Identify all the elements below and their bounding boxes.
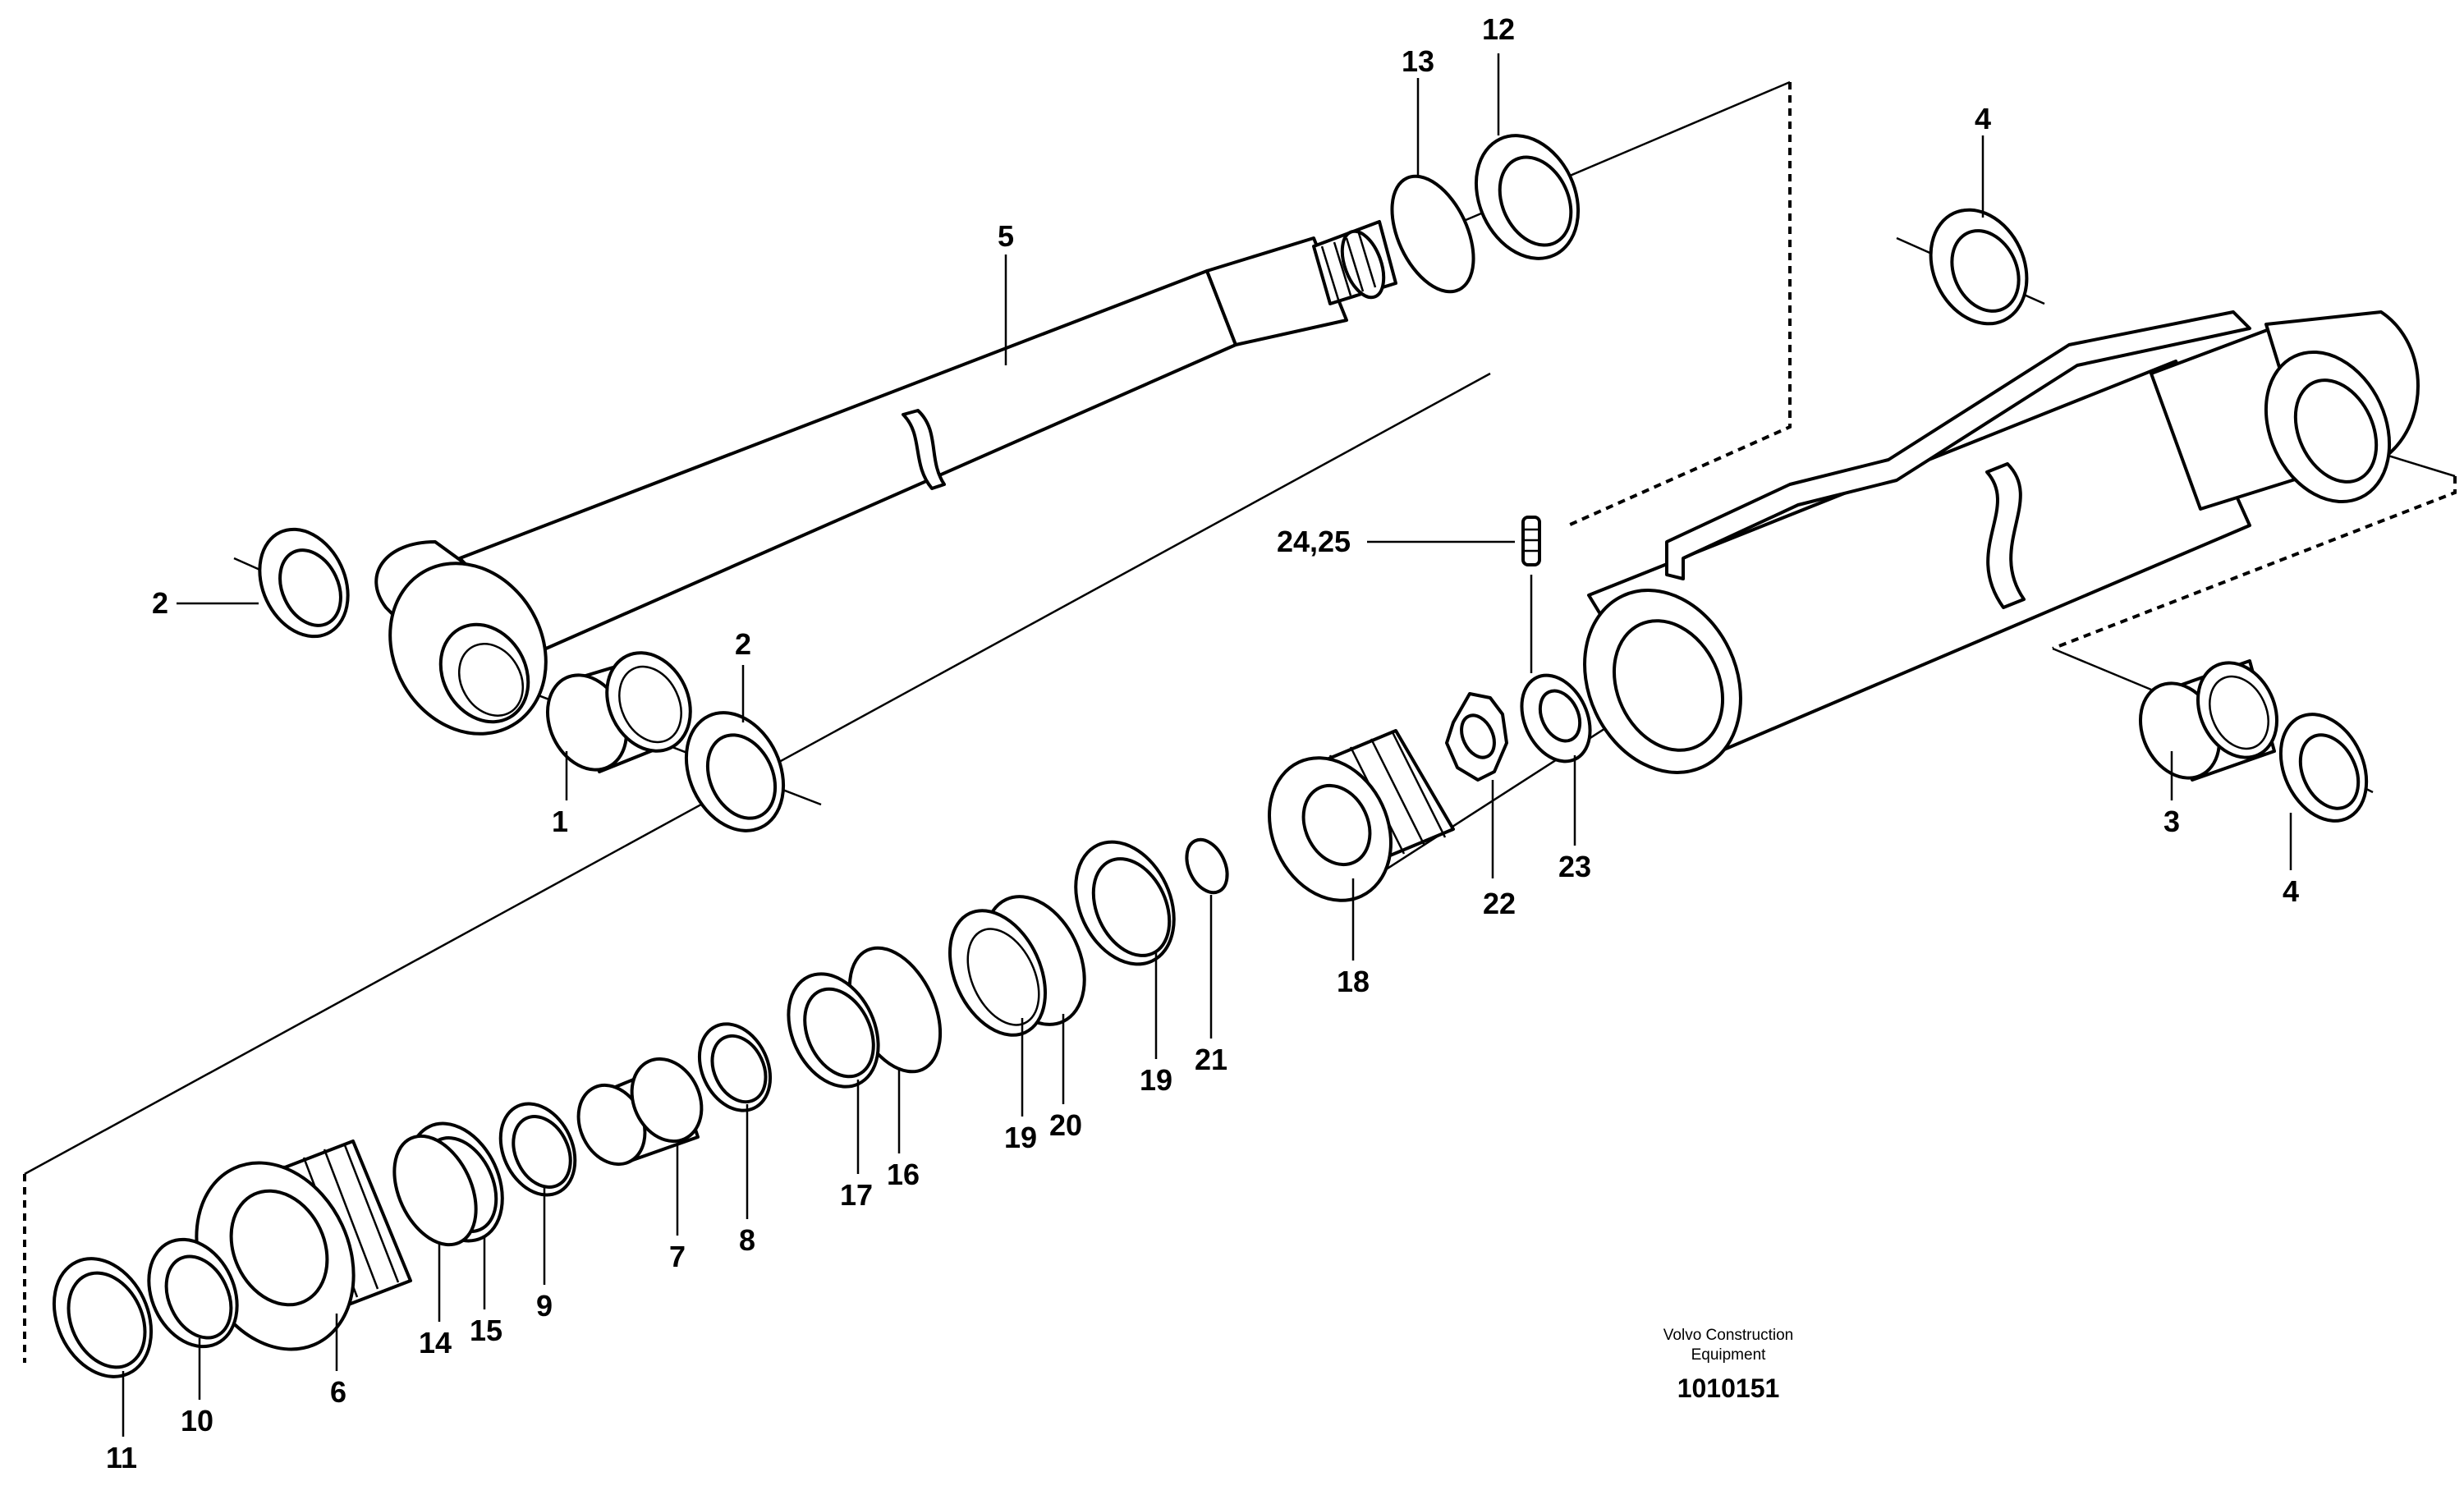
part-4-seal-top: [1929, 208, 2029, 326]
credit-line-1: Volvo Construction: [1663, 1327, 1793, 1344]
callout-1: 1: [552, 805, 568, 838]
part-4-seal-bottom: [2278, 713, 2369, 823]
part-2-seal-left: [258, 527, 350, 639]
part-13-snap-ring: [1390, 174, 1475, 294]
credit-block: Volvo Construction Equipment 1010151: [1663, 1327, 1793, 1403]
credit-line-2: Equipment: [1691, 1346, 1767, 1364]
part-12-seal: [1474, 134, 1581, 260]
callout-13: 13: [1402, 44, 1434, 78]
callout-14: 14: [419, 1326, 452, 1360]
callout-22: 22: [1483, 887, 1516, 920]
part-8-ring: [697, 1022, 773, 1112]
part-14-15-rod-seal: [392, 1121, 504, 1247]
part-2-seal-right: [684, 711, 786, 832]
callout-15: 15: [470, 1314, 502, 1347]
callout-24-25: 24,25: [1277, 525, 1351, 558]
callout-19-right: 19: [1140, 1063, 1172, 1097]
part-5-piston-rod: [374, 220, 1397, 736]
part-24-25-set-screw: [1521, 516, 1541, 566]
callout-7: 7: [669, 1240, 686, 1273]
callout-10: 10: [181, 1404, 213, 1438]
callout-4-top: 4: [1975, 102, 1991, 135]
callout-23: 23: [1558, 850, 1591, 883]
callout-8: 8: [739, 1223, 755, 1257]
part-9-ring: [498, 1102, 577, 1197]
callout-4-bottom: 4: [2283, 874, 2299, 908]
callout-labels: 5 13 12 4 2 2 1 24,25 23 22 18 3 4 21 19…: [106, 12, 2299, 1474]
part-10-wiper: [147, 1237, 239, 1349]
callout-19-left: 19: [1004, 1121, 1037, 1154]
part-3-bushing: [2138, 659, 2279, 782]
callout-12: 12: [1482, 12, 1515, 46]
callout-2-left: 2: [152, 586, 168, 620]
part-18-piston: [1268, 729, 1455, 902]
callout-11: 11: [106, 1441, 137, 1474]
leader-lines: [122, 53, 2292, 1437]
part-22-lock-washer: [1445, 692, 1508, 782]
part-21-o-ring: [1185, 837, 1229, 895]
part-1-bushing: [545, 651, 692, 773]
drawing-number: 1010151: [1677, 1373, 1780, 1403]
callout-20: 20: [1049, 1108, 1082, 1142]
callout-9: 9: [536, 1289, 553, 1323]
callout-5: 5: [998, 219, 1014, 253]
callout-3: 3: [2163, 805, 2180, 838]
part-11-ring: [52, 1257, 154, 1378]
callout-16: 16: [887, 1158, 920, 1191]
callout-18: 18: [1337, 965, 1370, 998]
part-cylinder-tube: [1583, 310, 2420, 774]
part-7-spacer: [576, 1057, 704, 1167]
callout-2-right: 2: [735, 627, 751, 661]
callout-17: 17: [840, 1178, 873, 1212]
callout-21: 21: [1195, 1043, 1227, 1076]
callout-6: 6: [330, 1375, 346, 1409]
part-19-wear-ring-right: [1074, 840, 1176, 966]
part-19-20-piston-seal: [948, 895, 1086, 1037]
